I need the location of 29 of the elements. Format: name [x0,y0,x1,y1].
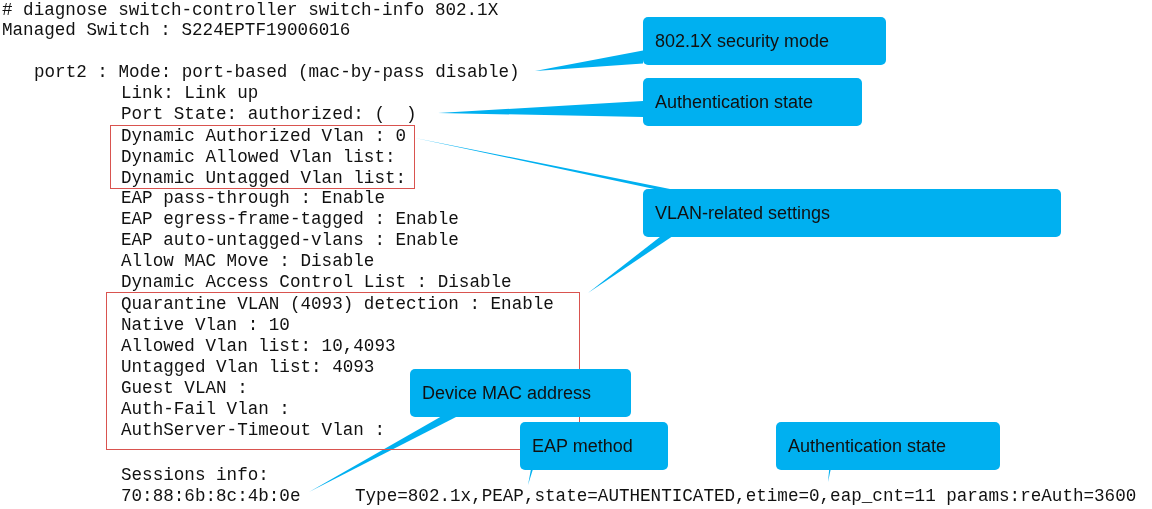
highlight-frame [110,125,415,189]
output-line: Type=802.1x,PEAP,state=AUTHENTICATED,etime=0,eap_cnt=11 params:reAuth=3600 [355,486,1137,507]
output-line: Native Vlan : 10 [121,315,290,336]
output-line: Auth-Fail Vlan : [121,399,290,420]
callout-box: EAP method [520,422,668,470]
output-line: Sessions info: [121,465,269,486]
output-line: EAP egress-frame-tagged : Enable [121,209,459,230]
output-line: # diagnose switch-controller switch-info 802.1X [2,0,499,21]
output-line: Link: Link up [121,83,259,104]
output-line: Allow MAC Move : Disable [121,251,375,272]
output-line: port2 : Mode: port-based (mac-by-pass disable) [34,62,520,83]
output-line: AuthServer-Timeout Vlan : [121,420,385,441]
callout-tail [588,236,673,293]
callout-box: 802.1X security mode [643,17,886,65]
output-line: EAP auto-untagged-vlans : Enable [121,230,459,251]
output-line: Quarantine VLAN (4093) detection : Enable [121,294,554,315]
callout-tail [535,50,643,71]
output-line: 70:88:6b:8c:4b:0e [121,486,301,507]
output-line: Dynamic Allowed Vlan list: [121,147,396,168]
output-line: Managed Switch : S224EPTF19006016 [2,20,351,41]
output-line: Port State: authorized: ( ) [121,104,417,125]
callout-box: Authentication state [643,78,862,126]
output-line: Untagged Vlan list: 4093 [121,357,375,378]
callout-box: Device MAC address [410,369,631,417]
output-line: Dynamic Authorized Vlan : 0 [121,126,407,147]
output-line: Allowed Vlan list: 10,4093 [121,336,396,357]
output-line: Guest VLAN : [121,378,248,399]
callout-box: Authentication state [776,422,1000,470]
output-line: Dynamic Untagged Vlan list: [121,168,407,189]
